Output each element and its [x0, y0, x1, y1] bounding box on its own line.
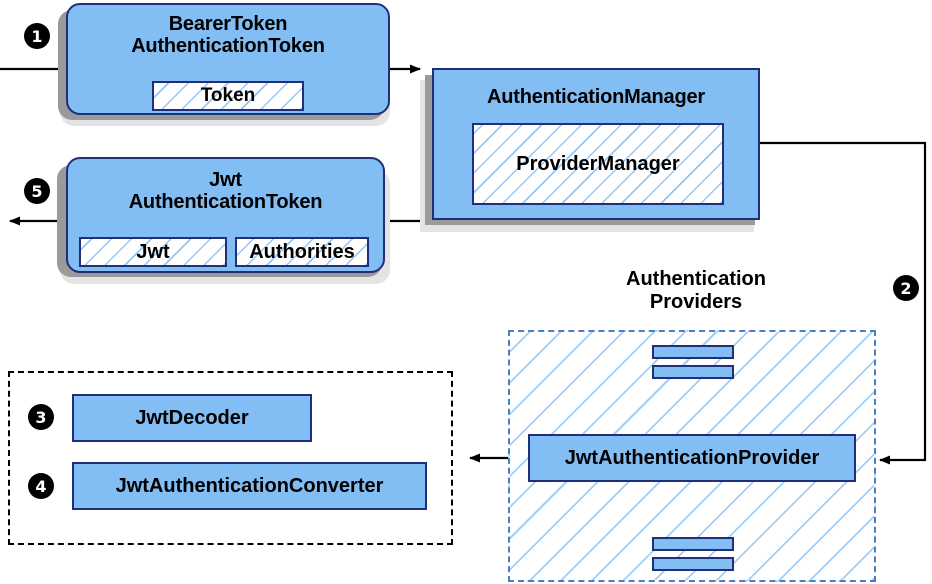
step-badge-2: 2 [893, 275, 919, 301]
providers-label-line2: Providers [649, 291, 743, 313]
jwt-authentication-provider-node[interactable]: JwtAuthenticationProvider [528, 434, 856, 482]
step-badge-3: 3 [28, 404, 54, 430]
provider-manager-inner: ProviderManager [472, 123, 724, 205]
jwt-token-title-line1: Jwt [209, 169, 242, 191]
jwt-token-title: Jwt AuthenticationToken [129, 169, 323, 214]
authorities-slot: Authorities [235, 237, 369, 267]
jwt-decoder-node[interactable]: JwtDecoder [72, 394, 312, 442]
other-provider-top-bar-1 [652, 345, 734, 359]
connector-manager-to-provider [760, 141, 927, 465]
other-provider-top-bar-2 [652, 365, 734, 379]
step-badge-4: 4 [28, 473, 54, 499]
jwt-slot: Jwt [79, 237, 227, 267]
jwt-authentication-converter-node[interactable]: JwtAuthenticationConverter [72, 462, 427, 510]
bearer-token-authentication-token-node[interactable]: BearerToken AuthenticationToken Token [66, 3, 390, 115]
step-badge-1: 1 [24, 23, 50, 49]
step-badge-5: 5 [24, 178, 50, 204]
jwt-token-title-line2: AuthenticationToken [128, 191, 323, 214]
bearer-token-title: BearerToken AuthenticationToken [131, 13, 325, 58]
authentication-manager-title: AuthenticationManager [486, 86, 706, 108]
jwt-token-slot-row: Jwt Authorities [79, 237, 369, 267]
token-slot: Token [152, 81, 304, 111]
providers-label-line1: Authentication [626, 268, 766, 290]
other-provider-bottom-bar-1 [652, 537, 734, 551]
bearer-token-title-line1: BearerToken [168, 13, 288, 35]
authentication-providers-label: Authentication Providers [586, 268, 806, 314]
authentication-manager-node[interactable]: AuthenticationManager ProviderManager [432, 68, 760, 220]
bearer-token-title-line2: AuthenticationToken [131, 35, 325, 58]
jwt-authentication-token-node[interactable]: Jwt AuthenticationToken Jwt Authorities [66, 157, 385, 273]
other-provider-bottom-bar-2 [652, 557, 734, 571]
